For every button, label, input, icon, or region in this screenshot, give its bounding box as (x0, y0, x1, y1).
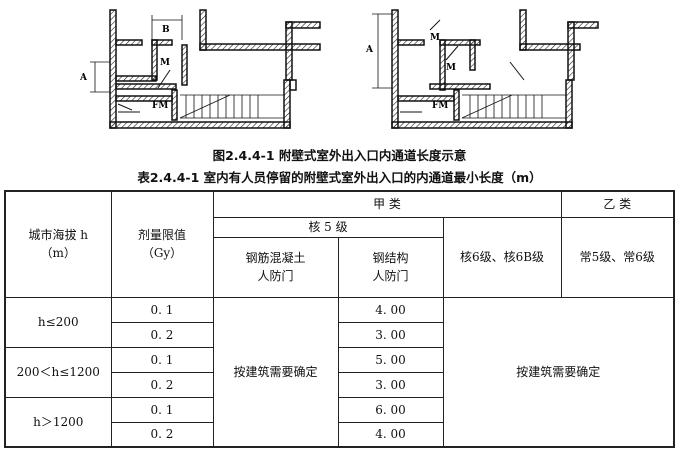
altitude-cell: 200＜h≤1200 (4, 346, 112, 398)
altitude-cell: h≤200 (4, 296, 112, 348)
dose-cell: 0. 1 (110, 346, 214, 373)
table-caption: 表2.4.4-1 室内有人员停留的附壁式室外出入口的内通道最小长度（m） (137, 170, 542, 185)
steel-cell: 5. 00 (337, 346, 444, 373)
steel-cell: 4. 00 (337, 296, 444, 323)
dose-cell: 0. 1 (110, 396, 214, 423)
header-altitude-line1: 城市海拔 h (28, 228, 89, 243)
header-dose-line1: 剂量限值 (137, 228, 186, 243)
left-label-m: M (160, 58, 170, 68)
rc-merged-cell: 按建筑需要确定 (212, 296, 339, 448)
header-class-b: 乙 类 (560, 190, 675, 218)
header-level6: 核6级、核6B级 (442, 216, 562, 298)
steel-cell: 3. 00 (337, 371, 444, 398)
figure-caption: 图2.4.4-1 附壁式室外出入口内通道长度示意 (212, 148, 467, 163)
header-rc-door-line1: 钢筋混凝土 (245, 251, 306, 265)
dose-cell: 0. 2 (110, 371, 214, 398)
header-altitude: 城市海拔 h （m） (4, 190, 112, 298)
header-altitude-line2: （m） (40, 246, 76, 261)
steel-cell: 3. 00 (337, 321, 444, 348)
left-label-b: B (162, 25, 170, 35)
left-label-fm: FM (152, 101, 168, 111)
header-steel-door-line2: 人防门 (372, 269, 409, 283)
header-rc-door: 钢筋混凝土 人防门 (212, 236, 339, 298)
left-plan (90, 9, 321, 129)
entrance-plan-figure: B M FM A M (79, 9, 599, 129)
header-steel-door-line1: 钢结构 (372, 251, 409, 265)
right-label-m-mid: M (446, 63, 456, 73)
dose-cell: 0. 2 (110, 421, 214, 448)
right-label-a: A (365, 45, 374, 55)
steel-cell: 6. 00 (337, 396, 444, 423)
left-label-a: A (79, 73, 88, 83)
header-steel-door: 钢结构 人防门 (337, 236, 444, 298)
right-label-m-top: M (430, 33, 440, 43)
dose-cell: 0. 1 (110, 296, 214, 323)
altitude-cell: h＞1200 (4, 396, 112, 448)
right-label-fm: FM (432, 101, 448, 111)
steel-cell: 4. 00 (337, 421, 444, 448)
header-rc-door-line2: 人防门 (257, 269, 294, 283)
other-merged-cell: 按建筑需要确定 (442, 296, 675, 448)
header-dose-line2: （Gy） (141, 246, 183, 261)
right-plan (372, 9, 599, 129)
header-level5: 核 5 级 (212, 216, 444, 238)
dose-cell: 0. 2 (110, 321, 214, 348)
header-common: 常5级、常6级 (560, 216, 675, 298)
header-class-a: 甲 类 (212, 190, 562, 218)
header-dose: 剂量限值 （Gy） (110, 190, 214, 298)
entrance-length-table: 城市海拔 h （m） 剂量限值 （Gy） 甲 类 乙 类 核 5 级 核6级、核… (4, 190, 675, 448)
